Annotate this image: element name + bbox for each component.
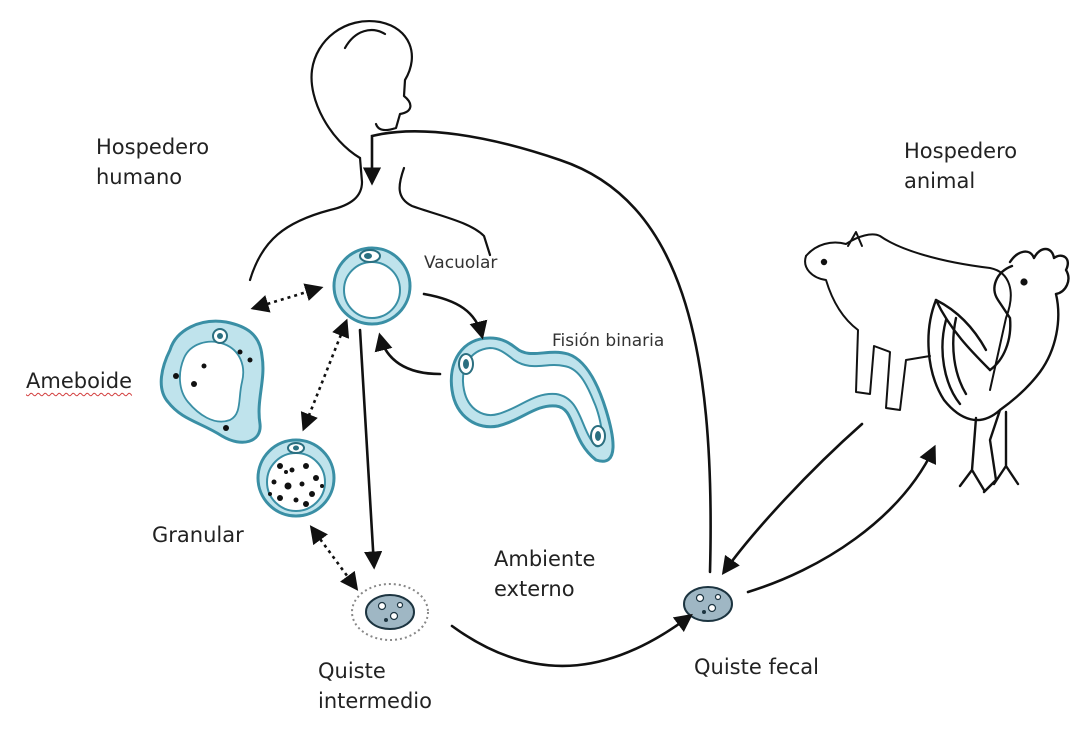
pig-illustration xyxy=(805,232,1011,410)
granular-cell xyxy=(258,440,334,516)
dotted-arrows xyxy=(254,288,356,588)
granular-label: Granular xyxy=(152,520,244,550)
solid-arrows xyxy=(360,131,934,666)
human-host-label: Hospedero humano xyxy=(96,132,209,192)
binary-fission-label: Fisión binaria xyxy=(552,330,664,352)
binary-fission-cell xyxy=(451,338,613,461)
vacuolar-label: Vacuolar xyxy=(424,252,497,274)
rooster-illustration xyxy=(928,249,1068,492)
intermediate-cyst xyxy=(352,584,428,640)
fecal-cyst-label: Quiste fecal xyxy=(694,652,819,682)
ameboid-label: Ameboide xyxy=(26,366,132,396)
intermediate-cyst-label: Quiste intermedio xyxy=(318,656,432,716)
vacuolar-cell xyxy=(334,248,410,324)
ameboid-label-text: Ameboide xyxy=(26,369,132,393)
ameboid-cell xyxy=(161,321,263,442)
animal-host-label: Hospedero animal xyxy=(904,136,1017,196)
external-environment-label: Ambiente externo xyxy=(494,544,595,604)
human-silhouette xyxy=(250,21,490,280)
